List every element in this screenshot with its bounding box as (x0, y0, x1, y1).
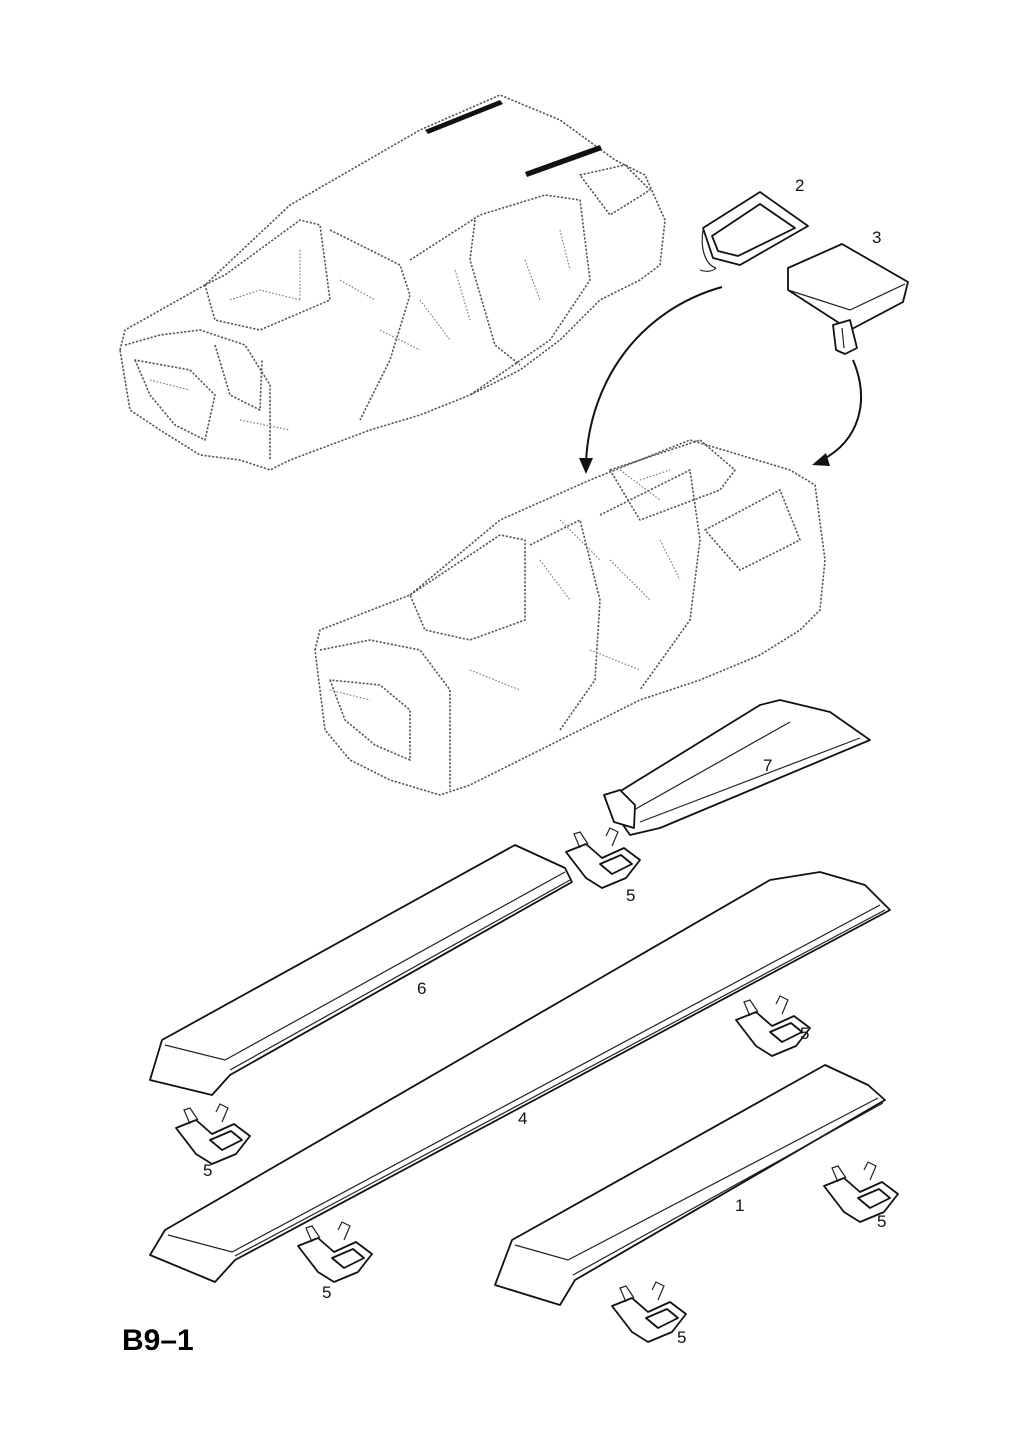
part-4-long-sill-trim (149, 871, 891, 1283)
arrowhead-part-3 (812, 453, 830, 466)
part-5-clip-b (735, 995, 811, 1057)
vehicle-body-5-door (119, 94, 666, 471)
part-5-clip-a (565, 827, 641, 889)
callout-5-b: 5 (800, 1024, 809, 1043)
part-1-rear-sill-trim (494, 1064, 886, 1306)
callout-3: 3 (872, 228, 881, 247)
part-5-clip-e (297, 1221, 373, 1283)
part-5-clip-d (823, 1161, 899, 1223)
part-3-roof-plug (787, 243, 909, 355)
callout-2: 2 (795, 176, 804, 195)
part-5-clip-c (175, 1103, 251, 1165)
page-code: B9–1 (122, 1324, 194, 1357)
part-7-rear-sill-trim (603, 699, 871, 836)
arrow-part-3-to-body (821, 359, 862, 461)
arrow-part-2-to-body (585, 286, 723, 463)
part-6-sill-trim (149, 844, 573, 1096)
part-2-roof-panel-seal (699, 191, 809, 272)
arrowhead-part-2 (579, 458, 593, 474)
assembly-arrows (579, 286, 862, 474)
callout-5-e: 5 (322, 1283, 331, 1302)
callout-labels: 2 3 7 5 6 5 4 5 1 5 5 5 (203, 176, 886, 1347)
vehicle-body-3-door (314, 439, 826, 796)
callout-5-f: 5 (677, 1328, 686, 1347)
callout-4: 4 (518, 1109, 527, 1128)
callout-5-c: 5 (203, 1161, 212, 1180)
callout-1: 1 (735, 1196, 744, 1215)
part-5-clip-f (611, 1281, 687, 1343)
callout-7: 7 (763, 756, 772, 775)
callout-5-d: 5 (877, 1212, 886, 1231)
callout-5-a: 5 (626, 886, 635, 905)
callout-6: 6 (417, 979, 426, 998)
